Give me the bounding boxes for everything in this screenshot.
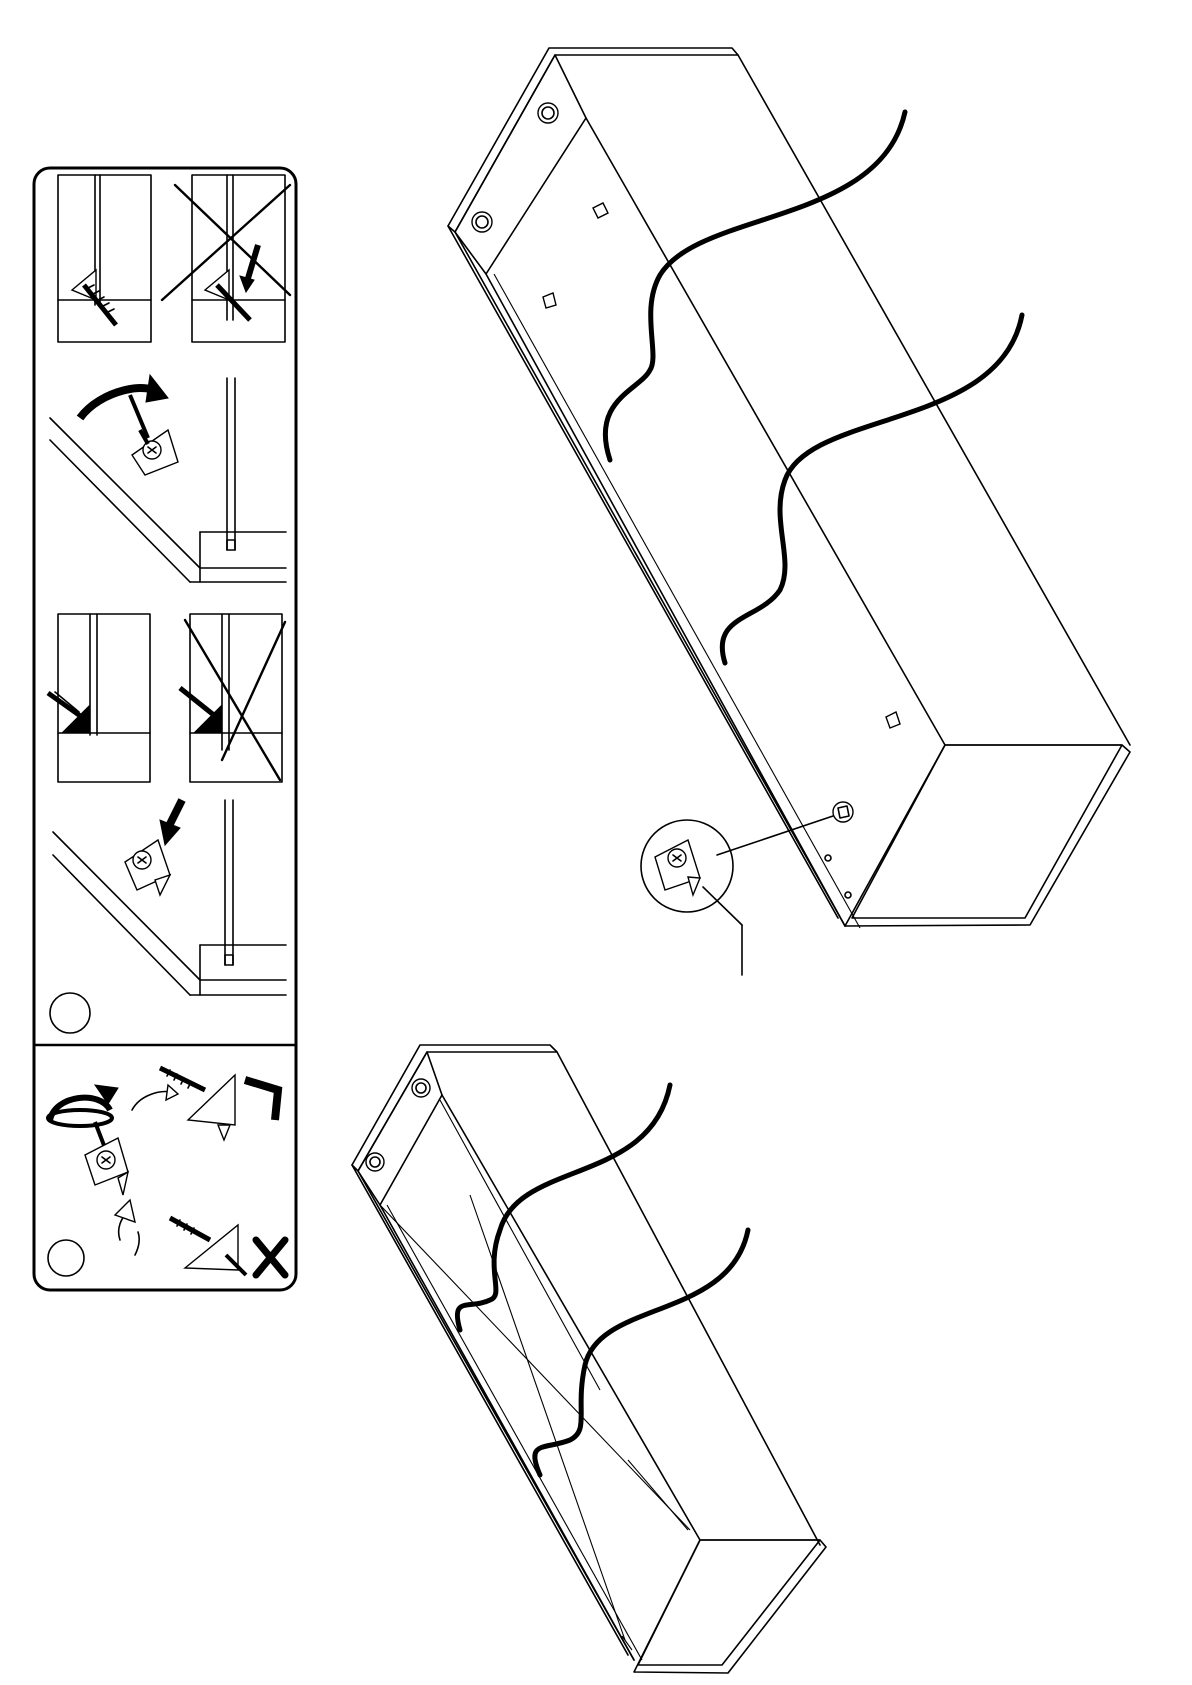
cam-lock-placement-detail — [53, 800, 286, 995]
instruction-panel — [34, 168, 296, 1290]
correct-screw-detail-top — [58, 175, 151, 342]
lower-cabinet — [352, 1045, 826, 1673]
screw-icon — [160, 1068, 205, 1090]
cable-upper-1 — [605, 112, 905, 460]
cam-lock-tightening-detail — [50, 375, 286, 582]
correct-screw-detail-middle — [48, 614, 150, 782]
step-circle-1 — [50, 993, 90, 1033]
upper-cabinet — [448, 48, 1130, 975]
step-2-details — [48, 1068, 285, 1275]
cable-lower-1 — [457, 1085, 670, 1330]
correct-check-icon — [245, 1080, 278, 1120]
wrong-screw-detail-middle — [180, 614, 285, 782]
wrong-screw-detail-top — [162, 175, 290, 342]
step-circle-2 — [48, 1240, 84, 1276]
cable-upper-2 — [722, 315, 1022, 663]
